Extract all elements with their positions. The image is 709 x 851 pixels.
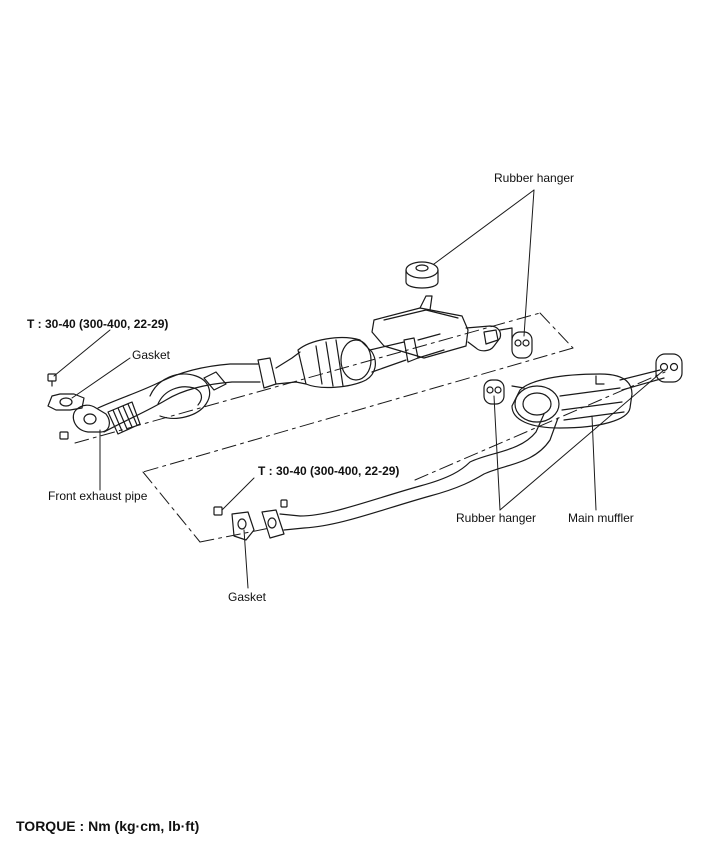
center-pipe-lower: [261, 413, 559, 539]
rubber-hanger-top-part: [405, 261, 439, 289]
label-torque-center: T : 30-40 (300-400, 22-29): [258, 464, 400, 478]
center-pipe-upper: [371, 295, 513, 359]
label-rubber-hanger-top: Rubber hanger: [494, 171, 575, 185]
rubber-hanger-far-right-part: [655, 353, 683, 383]
label-torque-front: T : 30-40 (300-400, 22-29): [27, 317, 169, 331]
center-gasket-bolts: [213, 499, 288, 541]
leader-lines: [53, 189, 665, 589]
front-exhaust-pipe: [72, 357, 277, 435]
rubber-hanger-right-part: [511, 331, 533, 359]
front-gasket-bolt-nut: [47, 373, 85, 440]
label-rubber-hanger-bottom: Rubber hanger: [456, 511, 537, 525]
catalytic-converter: [275, 337, 419, 389]
label-front-exhaust-pipe: Front exhaust pipe: [48, 489, 148, 503]
torque-units-note: TORQUE : Nm (kg·cm, lb·ft): [16, 818, 200, 834]
main-muffler-body: [511, 369, 665, 429]
label-gasket-front: Gasket: [132, 348, 171, 362]
label-gasket-center: Gasket: [228, 590, 267, 604]
label-main-muffler: Main muffler: [568, 511, 634, 525]
